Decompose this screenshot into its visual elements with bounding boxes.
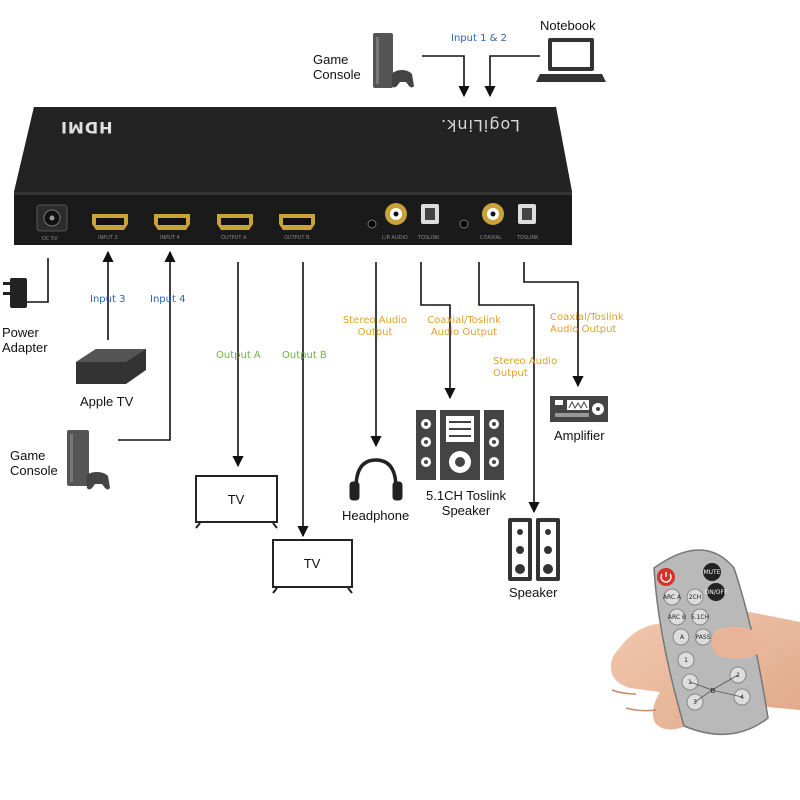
headphone-jack-1 <box>367 219 377 229</box>
remote-arc-b-label: ARC B <box>667 614 687 621</box>
port-label-dc: DC 5V <box>42 236 58 242</box>
tv-a-icon <box>195 475 278 529</box>
game-console-top-label: Game Console <box>313 52 361 82</box>
remote-b2-label: 2 <box>736 672 740 679</box>
hdmi-port-input-4 <box>154 214 190 230</box>
logilink-brand: LogiLink. <box>440 116 520 135</box>
amplifier-label: Amplifier <box>554 428 605 443</box>
input-1-2-label: Input 1 & 2 <box>451 33 507 44</box>
remote-2ch-label: 2CH <box>688 594 702 601</box>
hdmi-port-output-b <box>279 214 315 230</box>
hdmi-switch-device <box>14 107 572 245</box>
hdmi-port-input-3 <box>92 214 128 230</box>
notebook-label: Notebook <box>540 18 596 33</box>
port-label-lr-audio: L/R AUDIO <box>382 235 408 241</box>
remote-51ch-label: 5.1CH <box>690 614 710 621</box>
speaker-51-label: 5.1CH Toslink Speaker <box>426 488 506 518</box>
amplifier-icon <box>550 396 608 422</box>
remote-b4-label: 4 <box>740 694 744 701</box>
game-console-top-icon <box>373 33 414 88</box>
hdmi-logo: HDMI <box>60 118 113 137</box>
output-a-label: Output A <box>216 350 261 361</box>
remote-b3-label: 3 <box>693 699 697 706</box>
connection-lines <box>27 55 584 538</box>
port-label-input-3: INPUT 3 <box>98 235 118 241</box>
dc-power-port <box>36 204 68 232</box>
apple-tv-icon <box>76 349 146 384</box>
headphone-jack-2 <box>459 219 469 229</box>
rca-port-2 <box>482 203 504 225</box>
remote-arc-1-label: 1 <box>684 657 688 664</box>
speaker-label: Speaker <box>509 585 558 600</box>
coax-toslink-output-1-label: Coaxial/Toslink Audio Output <box>427 315 501 338</box>
hdmi-port-output-a <box>217 214 253 230</box>
headphone-label: Headphone <box>342 508 410 523</box>
speaker-51-icon <box>416 410 504 480</box>
port-label-input-4: INPUT 4 <box>160 235 180 241</box>
headphone-icon <box>349 458 403 501</box>
stereo-audio-output-2-label: Stereo Audio Output <box>493 356 558 379</box>
port-label-toslink-2: TOSLINK <box>517 235 539 241</box>
remote-pass-label: PASS <box>695 634 711 641</box>
remote-onoff-label: ON/OFF <box>704 589 728 596</box>
remote-b1-label: 1 <box>688 679 692 686</box>
port-label-output-b: OUTPUT B <box>284 235 310 241</box>
port-label-output-a: OUTPUT A <box>221 235 247 241</box>
game-console-left-icon <box>67 430 110 490</box>
game-console-left-label: Game Console <box>10 448 58 478</box>
rca-port-1 <box>385 203 407 225</box>
apple-tv-label: Apple TV <box>80 394 134 409</box>
remote-b-label: B <box>710 687 716 695</box>
remote-mute-label: MUTE <box>703 569 721 576</box>
tv-b-label: TV <box>303 556 321 571</box>
input-4-label: Input 4 <box>150 294 186 305</box>
stereo-audio-output-1-label: Stereo Audio Output <box>342 315 408 338</box>
output-b-label: Output B <box>282 350 327 361</box>
mute-button <box>703 563 721 581</box>
port-label-toslink-1: TOSLINK <box>418 235 440 241</box>
remote-arc-a-label: ARC A <box>662 594 682 601</box>
remote-a-label: A <box>679 634 685 641</box>
tv-a-label: TV <box>227 492 245 507</box>
coax-toslink-output-2-label: Coaxial/Toslink Audio Output <box>550 312 624 335</box>
stereo-speaker-icon <box>508 518 560 581</box>
tv-b-icon <box>272 539 353 594</box>
port-label-coaxial: COAXIAL <box>480 235 502 241</box>
toslink-port-1 <box>421 204 439 224</box>
notebook-icon <box>536 38 606 82</box>
power-adapter-label: Power Adapter <box>2 325 48 355</box>
power-adapter-icon <box>3 278 27 308</box>
toslink-port-2 <box>518 204 536 224</box>
input-3-label: Input 3 <box>90 294 126 305</box>
remote-control <box>653 549 769 736</box>
